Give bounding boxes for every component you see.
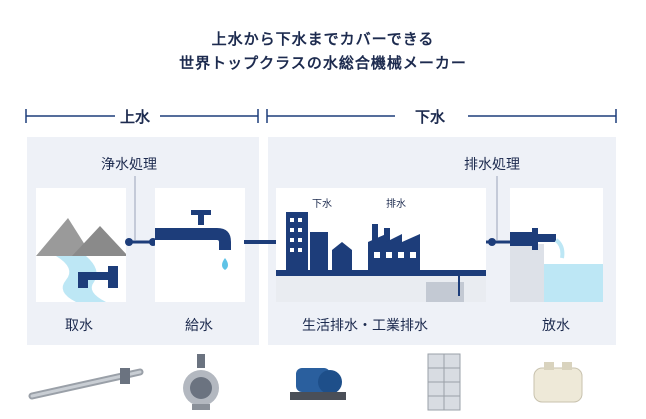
section-label-lower: 下水 bbox=[415, 108, 446, 126]
sewage-discharge-link bbox=[486, 238, 510, 246]
purification-label: 浄水処理 bbox=[101, 157, 157, 173]
pipeline-product-image bbox=[28, 368, 144, 400]
sewer-label: 下水 bbox=[312, 199, 332, 210]
stage-discharge: 放水 bbox=[542, 318, 570, 334]
headline-line-2: 世界トップクラスの水総合機械メーカー bbox=[179, 54, 467, 72]
discharge-card bbox=[510, 188, 603, 302]
section-brackets bbox=[25, 109, 617, 123]
city-factory-icon bbox=[276, 212, 486, 302]
supply-card bbox=[155, 188, 245, 302]
stage-supply: 給水 bbox=[185, 318, 213, 334]
section-label-upper: 上水 bbox=[120, 108, 151, 126]
sewage-card bbox=[276, 188, 486, 302]
filter-unit-product-image bbox=[427, 353, 461, 411]
discharge-outfall-icon bbox=[510, 228, 603, 302]
pump-product-image bbox=[290, 368, 346, 400]
drainage-treatment-label: 排水処理 bbox=[464, 157, 520, 173]
septic-tank-product-image bbox=[533, 362, 583, 403]
headline-line-1: 上水から下水までカバーできる bbox=[211, 30, 435, 48]
valve-product-image bbox=[183, 354, 219, 410]
drain-label: 排水 bbox=[386, 199, 406, 210]
upper-lower-link bbox=[244, 240, 278, 244]
intake-pipe-icon bbox=[78, 266, 118, 288]
stage-intake: 取水 bbox=[65, 318, 93, 334]
intake-supply-link bbox=[125, 238, 157, 246]
stage-sewage: 生活排水・工業排水 bbox=[302, 318, 428, 334]
faucet-icon bbox=[155, 210, 231, 270]
